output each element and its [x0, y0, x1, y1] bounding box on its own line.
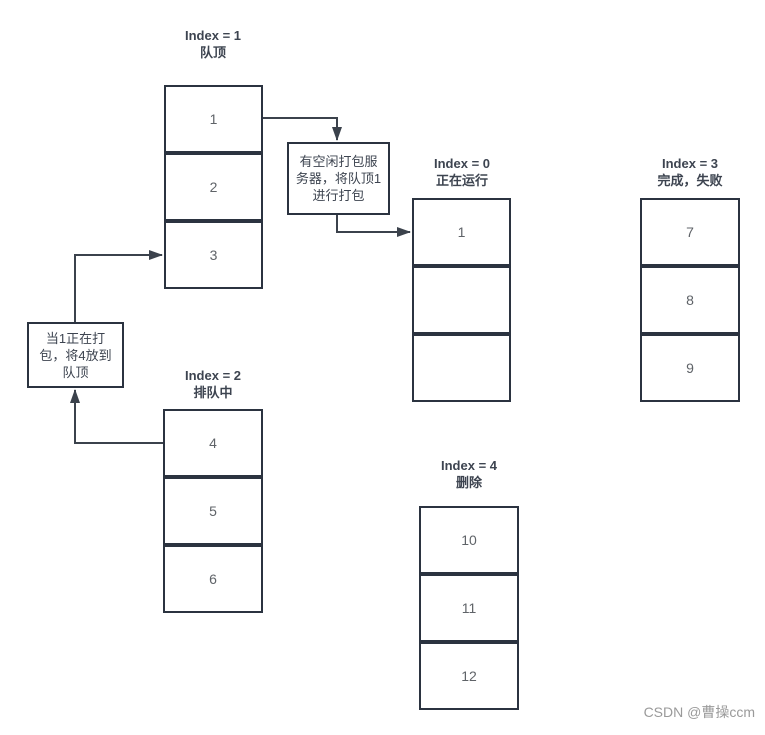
- running-cell-3: [412, 334, 511, 402]
- deleted-cell-1: 10: [419, 506, 519, 574]
- arrow-note-move-to-box3: [74, 250, 163, 322]
- index-label: Index = 1: [185, 28, 241, 43]
- arrow-note-pack-to-running: [336, 215, 411, 237]
- deleted-cell-3: 12: [419, 642, 519, 710]
- stack-queue-top-label: Index = 1 队顶: [133, 27, 293, 61]
- stack-running: 1: [412, 198, 511, 402]
- note-move-to-queue-top: 当1正在打包，将4放到队顶: [27, 322, 124, 388]
- stack-queuing: 4 5 6: [163, 409, 263, 613]
- stack-deleted-label: Index = 4 删除: [389, 457, 549, 491]
- stack-deleted: 10 11 12: [419, 506, 519, 710]
- state-label: 排队中: [193, 385, 233, 400]
- stack-running-label: Index = 0 正在运行: [382, 155, 542, 189]
- state-label: 删除: [455, 475, 482, 490]
- stack-finished: 7 8 9: [640, 198, 740, 402]
- queuing-cell-3: 6: [163, 545, 263, 613]
- index-label: Index = 2: [185, 368, 241, 383]
- index-label: Index = 4: [441, 458, 497, 473]
- finished-cell-3: 9: [640, 334, 740, 402]
- deleted-cell-2: 11: [419, 574, 519, 642]
- queuing-cell-2: 5: [163, 477, 263, 545]
- queue-top-cell-2: 2: [164, 153, 263, 221]
- stack-finished-label: Index = 3 完成，失败: [610, 155, 765, 189]
- stack-queue-top: 1 2 3: [164, 85, 263, 289]
- state-label: 正在运行: [435, 173, 488, 188]
- index-label: Index = 3: [662, 156, 718, 171]
- stack-queuing-label: Index = 2 排队中: [133, 367, 293, 401]
- queue-top-cell-1: 1: [164, 85, 263, 153]
- arrow-box1-to-note-pack: [263, 117, 342, 141]
- finished-cell-1: 7: [640, 198, 740, 266]
- csdn-watermark: CSDN @曹操ccm: [643, 704, 755, 720]
- queuing-cell-1: 4: [163, 409, 263, 477]
- running-cell-2: [412, 266, 511, 334]
- state-label: 完成，失败: [657, 173, 723, 188]
- note-pack-server: 有空闲打包服务器，将队顶1进行打包: [287, 142, 390, 215]
- queue-top-cell-3: 3: [164, 221, 263, 289]
- state-label: 队顶: [199, 45, 226, 60]
- finished-cell-2: 8: [640, 266, 740, 334]
- index-label: Index = 0: [434, 156, 490, 171]
- running-cell-1: 1: [412, 198, 511, 266]
